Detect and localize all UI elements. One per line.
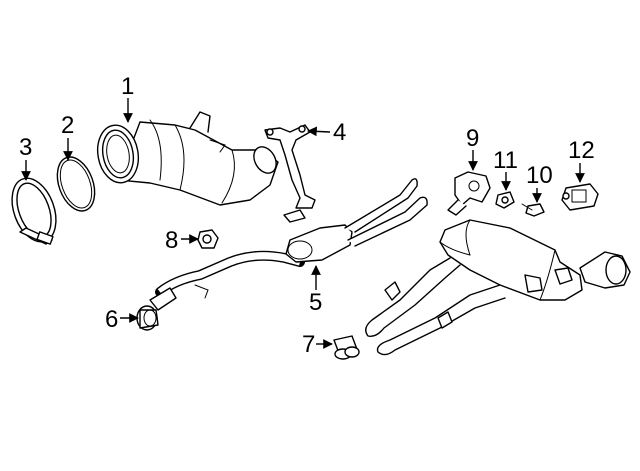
callout-9-label: 9 [466, 125, 479, 152]
callout-11-label: 11 [493, 147, 518, 174]
callout-2-label: 2 [61, 112, 74, 139]
callout-7-label: 7 [302, 331, 315, 358]
part-4-bracket[interactable] [264, 124, 316, 223]
callout-8-label: 8 [165, 227, 178, 254]
part-12-valve[interactable] [561, 183, 599, 211]
callout-2: 2 [61, 112, 74, 161]
callout-12-label: 12 [568, 137, 595, 164]
callout-10: 10 [526, 162, 553, 203]
part-10-nut[interactable] [521, 203, 545, 217]
callout-12: 12 [568, 137, 595, 183]
part-1-catalytic-converter[interactable] [93, 111, 280, 206]
part-8-hanger[interactable] [197, 229, 219, 249]
callout-3: 3 [19, 134, 32, 181]
callout-1: 1 [121, 73, 134, 123]
part-11-mount[interactable] [495, 191, 515, 209]
part-7-tip[interactable] [333, 335, 360, 360]
callout-11: 11 [493, 147, 518, 191]
callout-6-label: 6 [105, 306, 118, 333]
callout-4: 4 [307, 119, 346, 146]
callout-9: 9 [466, 125, 479, 171]
rear-muffler-assembly[interactable] [365, 219, 631, 356]
callout-4-label: 4 [333, 119, 346, 146]
part-9-hanger[interactable] [447, 171, 491, 216]
callout-6: 6 [105, 306, 139, 333]
part-5-center-pipe[interactable] [149, 178, 428, 311]
callout-5-label: 5 [309, 289, 322, 316]
callout-3-label: 3 [19, 134, 32, 161]
callout-7: 7 [302, 331, 333, 358]
part-2-gasket[interactable] [50, 152, 101, 216]
callout-8: 8 [165, 227, 199, 254]
part-6-clamp[interactable] [136, 305, 159, 331]
part-3-clamp[interactable] [4, 172, 64, 248]
callout-10-label: 10 [526, 162, 553, 189]
callout-1-label: 1 [121, 73, 134, 100]
callout-5: 5 [309, 265, 322, 316]
